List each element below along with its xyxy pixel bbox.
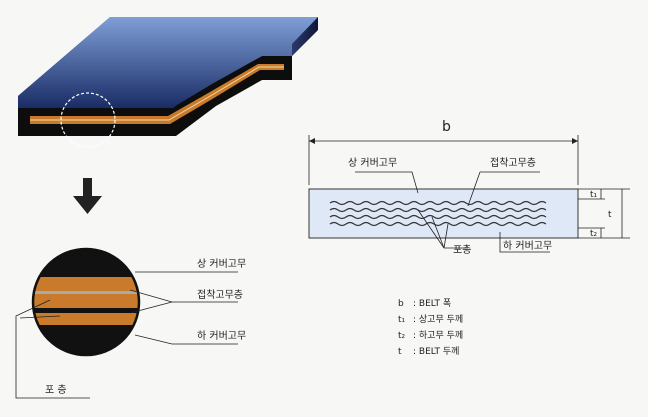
legend: b : BELT 폭 t₁ : 상고무 두께 t₂ : 하고무 두께 t : B… bbox=[398, 298, 463, 357]
dimension-b-label: b bbox=[442, 119, 451, 135]
belt-top-surface-main bbox=[18, 17, 318, 108]
legend-text-b: : BELT 폭 bbox=[413, 298, 451, 309]
leader-ply-b bbox=[19, 315, 61, 319]
label-upper-cover-section: 상 커버고무 bbox=[348, 157, 397, 169]
label-upper-cover-circle: 상 커버고무 bbox=[197, 258, 246, 270]
dimension-t-label: t bbox=[608, 210, 612, 220]
belt-section-rect bbox=[308, 188, 579, 239]
dimension-t2-label: t₂ bbox=[590, 229, 598, 239]
leader-upper-cover-section bbox=[355, 171, 419, 194]
down-arrow-icon bbox=[73, 178, 102, 214]
belt-ply-line bbox=[30, 66, 284, 121]
leader-ply-2 bbox=[431, 216, 445, 249]
legend-text-t1: : 상고무 두께 bbox=[413, 314, 463, 325]
legend-symbol-t1: t₁ bbox=[398, 315, 406, 325]
leader-ply-a bbox=[15, 299, 90, 399]
dimension-t1-label: t₁ bbox=[590, 190, 598, 200]
magnified-section: 상 커버고무 접착고무층 하 커버고무 포 층 bbox=[15, 247, 246, 399]
label-lower-cover-section: 하 커버고무 bbox=[503, 239, 552, 252]
belt-ply-band bbox=[30, 64, 284, 124]
leader-ply-1 bbox=[417, 209, 445, 249]
legend-symbol-b: b bbox=[398, 299, 404, 309]
belt-right-side bbox=[292, 17, 318, 56]
leader-adhesive-section bbox=[467, 171, 481, 207]
detail-marker-circle bbox=[60, 92, 116, 148]
leader-lower-cover bbox=[134, 334, 238, 345]
label-adhesive-section: 접착고무층 bbox=[490, 157, 536, 169]
belt-3d-view bbox=[18, 17, 318, 148]
legend-text-t: : BELT 두께 bbox=[413, 346, 459, 357]
leader-adhesive-b bbox=[129, 301, 173, 314]
leader-ply-3 bbox=[443, 223, 449, 249]
label-ply-section: 포층 bbox=[453, 244, 471, 256]
label-ply-circle: 포 층 bbox=[45, 384, 67, 396]
cross-section-view: b t₁ t₂ t bbox=[308, 119, 630, 256]
legend-text-t2: : 하고무 두께 bbox=[413, 330, 463, 341]
ply-layers bbox=[329, 200, 547, 227]
leader-lower-cover-section bbox=[499, 232, 550, 253]
legend-symbol-t2: t₂ bbox=[398, 331, 406, 341]
label-adhesive-circle: 접착고무층 bbox=[197, 289, 243, 301]
legend-symbol-t: t bbox=[398, 347, 402, 357]
label-lower-cover-circle: 하 커버고무 bbox=[197, 329, 246, 342]
